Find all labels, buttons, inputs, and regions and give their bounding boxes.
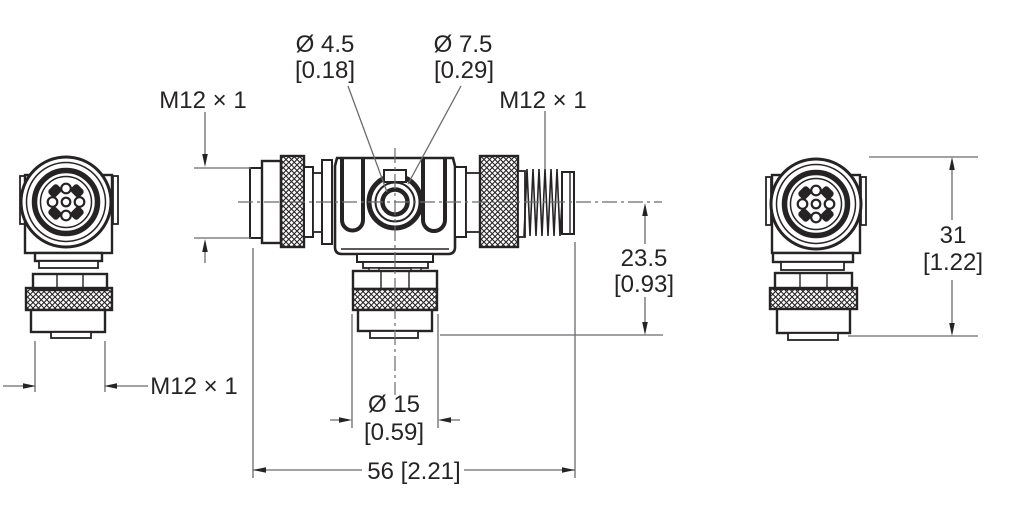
label-nut-diameter-in: [0.59] bbox=[364, 419, 424, 446]
label-hole-large-in: [0.29] bbox=[434, 57, 494, 84]
dim-ext-thread-bottom-left bbox=[34, 341, 106, 392]
left-connector-step bbox=[38, 260, 99, 269]
label-offset-height-in: [0.93] bbox=[614, 271, 674, 298]
left-connector-sleeve bbox=[29, 308, 107, 334]
right-connector-hex bbox=[773, 271, 854, 291]
label-connector-height-mm: 31 bbox=[940, 222, 967, 249]
left-connector-end-view bbox=[20, 157, 119, 339]
label-thread-top-left: M12 × 1 bbox=[159, 87, 246, 114]
arrow-right-icon bbox=[562, 467, 575, 473]
right-connector-flange bbox=[771, 251, 855, 264]
left-connector-flange bbox=[33, 251, 104, 263]
dim-ext-nut-diameter bbox=[351, 314, 439, 428]
left-connector-bottom-step bbox=[50, 331, 92, 339]
right-connector-end-view bbox=[765, 159, 867, 341]
arrow-left-icon bbox=[438, 417, 451, 423]
right-connector-bottom-step bbox=[787, 332, 839, 341]
dim-leader-hole-large bbox=[407, 85, 462, 185]
label-offset-height-mm: 23.5 bbox=[621, 245, 668, 272]
label-hole-small-mm: Ø 4.5 bbox=[296, 31, 355, 58]
t-bottom-port-hex-facets bbox=[380, 271, 410, 289]
t-right-port-tip bbox=[561, 171, 575, 235]
dimension-arrowheads bbox=[23, 154, 955, 473]
left-connector-knurl bbox=[24, 286, 114, 312]
right-connector-step bbox=[780, 261, 845, 271]
dim-leader-hole-small bbox=[347, 85, 388, 193]
t-left-port-tip bbox=[249, 167, 263, 239]
label-thread-bottom-left: M12 × 1 bbox=[150, 373, 237, 400]
dimension-labels: M12 × 1 Ø 4.5 [0.18] Ø 7.5 [0.29] M12 × … bbox=[150, 31, 983, 485]
left-connector-face-insert bbox=[21, 157, 111, 247]
label-overall-length: 56 [2.21] bbox=[367, 458, 460, 485]
dimension-lines bbox=[3, 85, 978, 478]
t-body-right-groove bbox=[421, 159, 447, 233]
label-thread-top-right: M12 × 1 bbox=[499, 87, 586, 114]
arrow-down-icon bbox=[642, 322, 648, 335]
dim-ext-thread-top-left bbox=[194, 167, 251, 239]
label-hole-small-in: [0.18] bbox=[295, 57, 355, 84]
arrow-right-icon bbox=[339, 417, 352, 423]
t-bottom-port-step bbox=[369, 330, 419, 339]
t-body-left-groove bbox=[340, 159, 365, 233]
right-connector-face-insert bbox=[771, 159, 861, 249]
label-hole-large-mm: Ø 7.5 bbox=[434, 31, 493, 58]
arrow-down-icon bbox=[949, 323, 955, 336]
dim-ext-connector-height bbox=[848, 156, 978, 337]
label-nut-diameter-mm: Ø 15 bbox=[368, 391, 420, 418]
label-connector-height-in: [1.22] bbox=[923, 249, 983, 276]
center-t-splitter-view bbox=[249, 154, 575, 339]
arrow-right-icon bbox=[23, 383, 36, 389]
right-connector-knurl bbox=[768, 286, 859, 311]
centerlines bbox=[238, 148, 662, 395]
arrow-up-icon bbox=[202, 239, 208, 252]
right-connector-hex-facets bbox=[799, 273, 828, 289]
dim-ext-overall-length bbox=[252, 242, 576, 478]
arrow-left-icon bbox=[253, 467, 266, 473]
arrow-left-icon bbox=[104, 383, 117, 389]
arrow-down-icon bbox=[202, 154, 208, 167]
left-connector-side-tab bbox=[112, 175, 119, 225]
arrow-up-icon bbox=[949, 157, 955, 170]
arrow-up-icon bbox=[642, 203, 648, 216]
right-connector-sleeve bbox=[775, 307, 852, 335]
